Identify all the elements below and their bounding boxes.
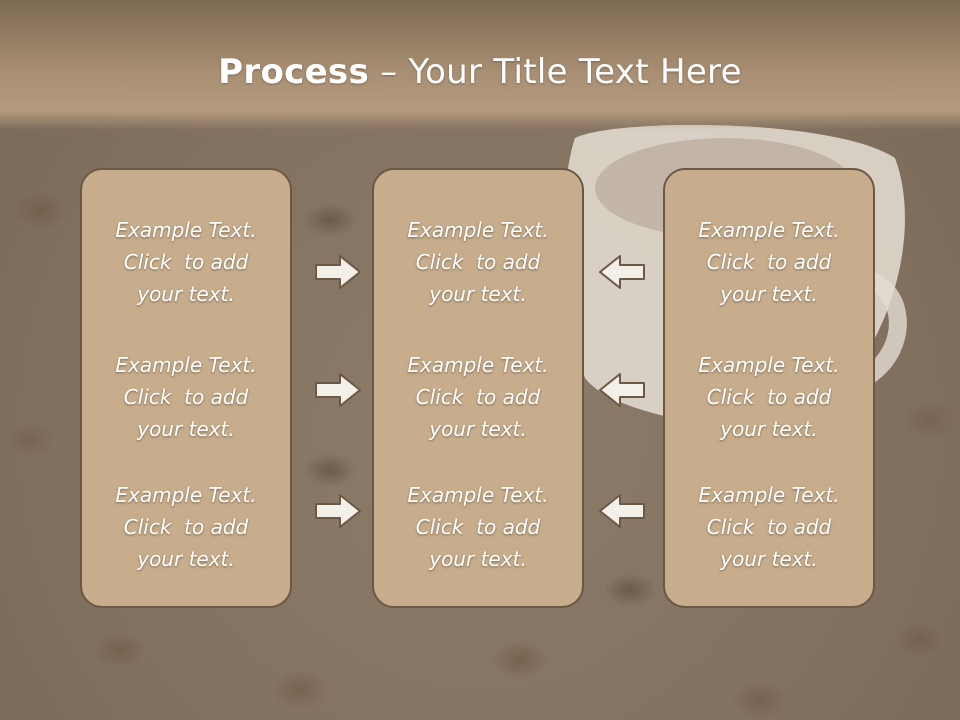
text-line: Click to add [415,515,541,539]
text-line: your text. [137,547,235,571]
text-line: Click to add [706,250,832,274]
text-placeholder[interactable]: Example Text. Click to add your text. [374,214,582,310]
text-placeholder[interactable]: Example Text. Click to add your text. [82,479,290,575]
text-line: your text. [720,547,818,571]
text-placeholder[interactable]: Example Text. Click to add your text. [82,349,290,445]
title-band [0,0,960,130]
text-placeholder[interactable]: Example Text. Click to add your text. [82,214,290,310]
text-line: your text. [720,417,818,441]
arrow-left-icon[interactable] [597,370,647,410]
arrow-right-icon[interactable] [313,252,363,292]
text-line: your text. [429,282,527,306]
text-line: Example Text. [407,483,549,507]
arrow-left-icon[interactable] [597,491,647,531]
text-line: Click to add [123,250,249,274]
text-line: your text. [429,547,527,571]
arrow-right-icon[interactable] [313,491,363,531]
text-line: Click to add [415,250,541,274]
text-line: Click to add [123,385,249,409]
text-placeholder[interactable]: Example Text. Click to add your text. [374,349,582,445]
text-line: Example Text. [698,483,840,507]
text-line: Example Text. [115,483,257,507]
text-line: Example Text. [698,218,840,242]
slide-title[interactable]: Process – Your Title Text Here [0,52,960,92]
title-bold: Process [218,52,370,92]
text-line: your text. [720,282,818,306]
text-placeholder[interactable]: Example Text. Click to add your text. [665,349,873,445]
text-placeholder[interactable]: Example Text. Click to add your text. [665,479,873,575]
text-line: Example Text. [115,353,257,377]
text-line: Example Text. [115,218,257,242]
text-line: Example Text. [407,218,549,242]
text-placeholder[interactable]: Example Text. Click to add your text. [665,214,873,310]
text-line: Click to add [706,515,832,539]
text-line: your text. [137,282,235,306]
text-line: Click to add [415,385,541,409]
title-rest: – Your Title Text Here [369,52,742,92]
text-line: Click to add [706,385,832,409]
process-box-middle[interactable]: Example Text. Click to add your text. Ex… [372,168,584,608]
arrow-left-icon[interactable] [597,252,647,292]
text-line: your text. [137,417,235,441]
text-line: Example Text. [407,353,549,377]
process-box-left[interactable]: Example Text. Click to add your text. Ex… [80,168,292,608]
text-line: your text. [429,417,527,441]
process-box-right[interactable]: Example Text. Click to add your text. Ex… [663,168,875,608]
arrow-right-icon[interactable] [313,370,363,410]
text-line: Click to add [123,515,249,539]
text-placeholder[interactable]: Example Text. Click to add your text. [374,479,582,575]
text-line: Example Text. [698,353,840,377]
